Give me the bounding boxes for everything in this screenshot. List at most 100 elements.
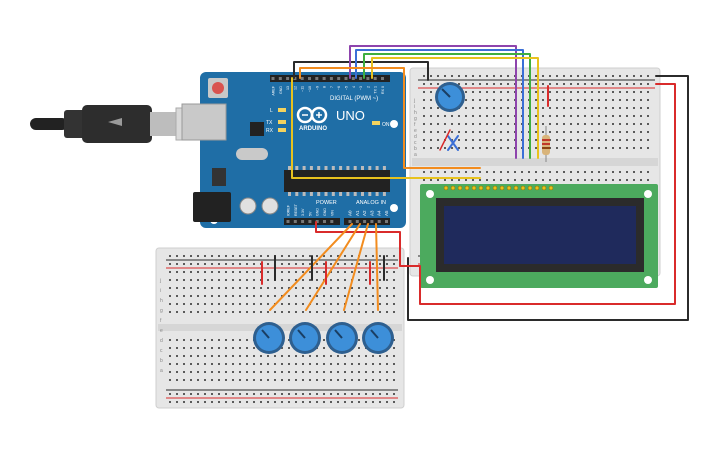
breadboard-hole[interactable] — [500, 147, 502, 149]
breadboard-hole[interactable] — [330, 393, 332, 395]
breadboard-hole[interactable] — [246, 287, 248, 289]
breadboard-hole[interactable] — [626, 83, 628, 85]
breadboard-hole[interactable] — [535, 139, 537, 141]
breadboard-hole[interactable] — [528, 171, 530, 173]
potentiometer-2[interactable] — [289, 322, 321, 354]
breadboard-hole[interactable] — [197, 347, 199, 349]
breadboard-hole[interactable] — [330, 371, 332, 373]
breadboard-hole[interactable] — [549, 123, 551, 125]
breadboard-hole[interactable] — [372, 371, 374, 373]
breadboard-hole[interactable] — [465, 107, 467, 109]
breadboard-hole[interactable] — [267, 255, 269, 257]
breadboard-hole[interactable] — [239, 263, 241, 265]
breadboard-hole[interactable] — [647, 179, 649, 181]
breadboard-hole[interactable] — [479, 75, 481, 77]
breadboard-hole[interactable] — [197, 371, 199, 373]
breadboard-hole[interactable] — [260, 303, 262, 305]
breadboard-hole[interactable] — [379, 393, 381, 395]
breadboard-hole[interactable] — [169, 263, 171, 265]
breadboard-hole[interactable] — [365, 401, 367, 403]
breadboard-hole[interactable] — [556, 107, 558, 109]
breadboard-hole[interactable] — [267, 311, 269, 313]
breadboard-hole[interactable] — [605, 171, 607, 173]
breadboard-hole[interactable] — [493, 99, 495, 101]
breadboard-hole[interactable] — [358, 311, 360, 313]
breadboard-hole[interactable] — [176, 279, 178, 281]
breadboard-hole[interactable] — [218, 355, 220, 357]
breadboard-hole[interactable] — [500, 131, 502, 133]
breadboard-hole[interactable] — [323, 379, 325, 381]
breadboard-hole[interactable] — [577, 179, 579, 181]
breadboard-hole[interactable] — [246, 363, 248, 365]
breadboard-hole[interactable] — [393, 271, 395, 273]
breadboard-hole[interactable] — [423, 123, 425, 125]
breadboard-hole[interactable] — [288, 379, 290, 381]
breadboard-hole[interactable] — [493, 91, 495, 93]
breadboard-hole[interactable] — [393, 279, 395, 281]
breadboard-hole[interactable] — [507, 75, 509, 77]
breadboard-hole[interactable] — [493, 115, 495, 117]
breadboard-hole[interactable] — [295, 303, 297, 305]
breadboard-hole[interactable] — [598, 75, 600, 77]
digital-pin-hole[interactable] — [293, 77, 297, 80]
breadboard-hole[interactable] — [612, 99, 614, 101]
breadboard-hole[interactable] — [379, 355, 381, 357]
breadboard-hole[interactable] — [274, 363, 276, 365]
breadboard-hole[interactable] — [430, 171, 432, 173]
breadboard-hole[interactable] — [309, 393, 311, 395]
breadboard-hole[interactable] — [316, 303, 318, 305]
breadboard-hole[interactable] — [197, 303, 199, 305]
breadboard-hole[interactable] — [337, 279, 339, 281]
breadboard-hole[interactable] — [372, 303, 374, 305]
breadboard-hole[interactable] — [316, 393, 318, 395]
breadboard-hole[interactable] — [309, 263, 311, 265]
breadboard-hole[interactable] — [479, 83, 481, 85]
lcd-pin[interactable] — [457, 185, 463, 191]
breadboard-hole[interactable] — [218, 295, 220, 297]
breadboard-hole[interactable] — [584, 115, 586, 117]
breadboard-hole[interactable] — [302, 279, 304, 281]
breadboard-hole[interactable] — [584, 139, 586, 141]
breadboard-hole[interactable] — [598, 83, 600, 85]
breadboard-hole[interactable] — [169, 271, 171, 273]
breadboard-hole[interactable] — [633, 99, 635, 101]
breadboard-hole[interactable] — [211, 371, 213, 373]
breadboard-hole[interactable] — [365, 303, 367, 305]
breadboard-hole[interactable] — [176, 287, 178, 289]
breadboard-hole[interactable] — [379, 295, 381, 297]
breadboard-hole[interactable] — [323, 295, 325, 297]
breadboard-hole[interactable] — [183, 271, 185, 273]
breadboard-hole[interactable] — [190, 363, 192, 365]
breadboard-hole[interactable] — [626, 179, 628, 181]
breadboard-hole[interactable] — [267, 271, 269, 273]
breadboard-hole[interactable] — [493, 147, 495, 149]
breadboard-hole[interactable] — [633, 83, 635, 85]
breadboard-hole[interactable] — [211, 263, 213, 265]
breadboard-hole[interactable] — [197, 393, 199, 395]
breadboard-hole[interactable] — [458, 147, 460, 149]
breadboard-hole[interactable] — [521, 171, 523, 173]
breadboard-hole[interactable] — [302, 263, 304, 265]
breadboard-hole[interactable] — [316, 271, 318, 273]
breadboard-hole[interactable] — [365, 255, 367, 257]
breadboard-hole[interactable] — [437, 179, 439, 181]
breadboard-hole[interactable] — [358, 287, 360, 289]
breadboard-hole[interactable] — [302, 295, 304, 297]
breadboard-hole[interactable] — [612, 179, 614, 181]
digital-pin-hole[interactable] — [381, 77, 384, 80]
breadboard-hole[interactable] — [176, 355, 178, 357]
breadboard-hole[interactable] — [584, 179, 586, 181]
breadboard-hole[interactable] — [309, 287, 311, 289]
digital-pin-hole[interactable] — [322, 77, 326, 80]
power-pin-hole[interactable] — [315, 220, 319, 223]
breadboard-hole[interactable] — [486, 171, 488, 173]
breadboard-hole[interactable] — [591, 179, 593, 181]
breadboard-hole[interactable] — [472, 171, 474, 173]
breadboard-hole[interactable] — [351, 255, 353, 257]
breadboard-hole[interactable] — [260, 311, 262, 313]
breadboard-hole[interactable] — [507, 131, 509, 133]
breadboard-hole[interactable] — [246, 279, 248, 281]
breadboard-hole[interactable] — [288, 295, 290, 297]
breadboard-hole[interactable] — [430, 107, 432, 109]
breadboard-hole[interactable] — [598, 179, 600, 181]
